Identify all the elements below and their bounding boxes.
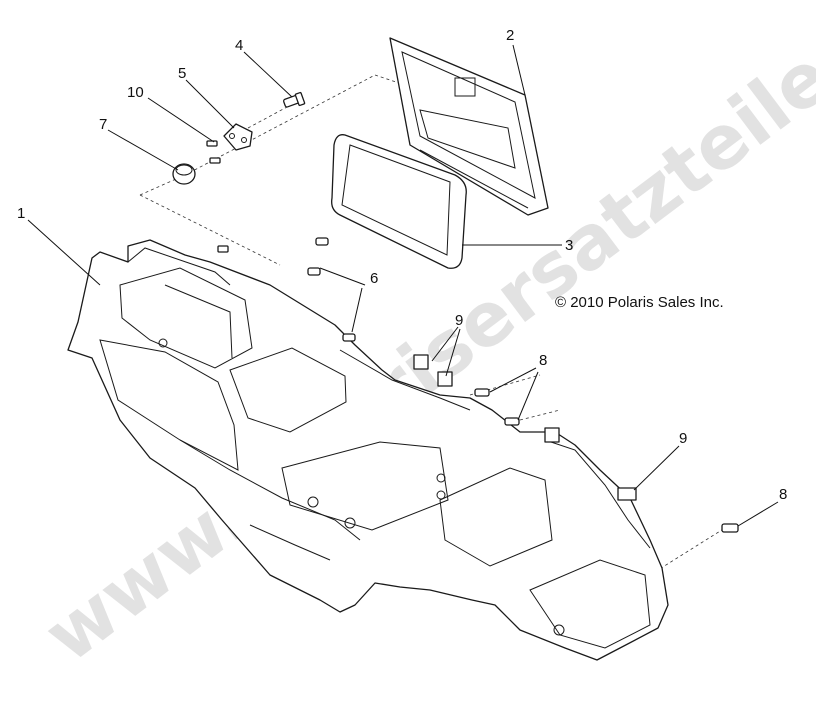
- callout-4: 4: [235, 37, 243, 54]
- door-seal-part-3: [331, 134, 467, 269]
- clip-part-9b: [617, 487, 637, 501]
- callout-1: 1: [17, 205, 25, 222]
- callout-7: 7: [99, 116, 107, 133]
- glovebox-door-part-2: [389, 37, 549, 216]
- callout-10: 10: [127, 84, 144, 101]
- callout-8b: 8: [779, 486, 787, 503]
- leader-lines: [27, 44, 779, 527]
- dashboard-part-1: [67, 239, 669, 661]
- callout-9a: 9: [455, 312, 463, 329]
- screw-part-4: [283, 91, 306, 108]
- clip-part-9a: [413, 354, 560, 443]
- screws-part-10: [206, 140, 221, 164]
- screws-part-8: [474, 388, 739, 533]
- callout-5: 5: [178, 65, 186, 82]
- hardware-parts: [172, 91, 306, 185]
- bracket-part-5: [223, 123, 253, 151]
- callout-6: 6: [370, 270, 378, 287]
- bumper-part-7: [172, 163, 196, 185]
- callout-9b: 9: [679, 430, 687, 447]
- callout-labels: 1 2 3 4 5 6 7 8 8 9 9 10: [17, 27, 787, 503]
- callout-3: 3: [565, 237, 573, 254]
- copyright-text: © 2010 Polaris Sales Inc.: [555, 294, 724, 311]
- callout-2: 2: [506, 27, 514, 44]
- screws-part-6: [217, 237, 356, 342]
- callout-8a: 8: [539, 352, 547, 369]
- fasteners: [217, 237, 739, 533]
